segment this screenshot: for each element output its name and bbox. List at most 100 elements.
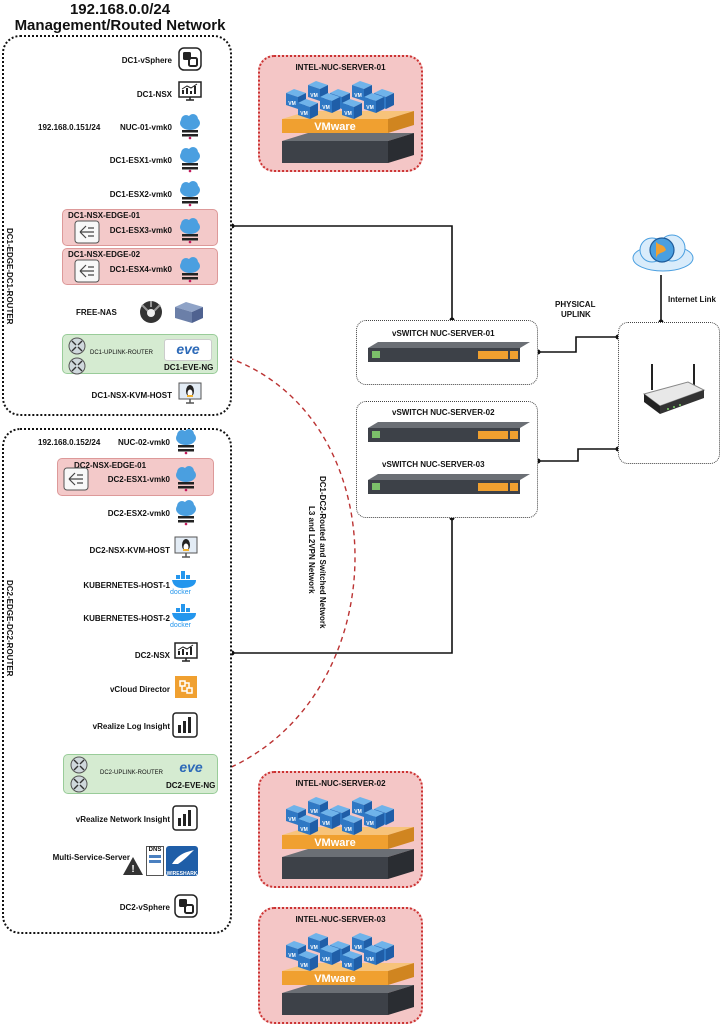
wifi-router-icon (642, 364, 706, 414)
svg-text:VM: VM (366, 957, 374, 963)
vm-cube-icon: VM (298, 951, 318, 971)
switch03-uplink-line (538, 448, 618, 462)
eve-logo-text: eve (179, 759, 203, 775)
vmware-label: VMware (314, 973, 356, 985)
subnet-title: 192.168.0.0/24 (69, 1, 171, 18)
dc2-edge01-label: DC2-NSX-EDGE-01 (74, 461, 147, 470)
bar-chart-icon (172, 712, 198, 738)
svg-text:VM: VM (344, 827, 352, 833)
vm-cube-icon: VM (342, 99, 362, 119)
dc1-ip-label: 192.168.0.151/24 (38, 123, 101, 132)
cloud-node-icon (180, 181, 200, 207)
vmware-stack-icon: VMwareVMVMVMVMVMVMVMVMVM (282, 797, 414, 879)
docker-logo-text: docker (170, 622, 192, 629)
switch-icon (368, 474, 530, 494)
dc1-freenas-label: FREE-NAS (76, 308, 117, 317)
svg-text:VM: VM (354, 93, 362, 99)
eve-logo-text: eve (176, 341, 200, 357)
dc1-edge01-label: DC1-NSX-EDGE-01 (68, 211, 141, 220)
svg-text:VM: VM (300, 827, 308, 833)
vm-cube-icon: VM (364, 93, 384, 113)
dc1-esx4-label: DC1-ESX4-vmk0 (109, 265, 172, 274)
dc2-nuc02-vmk0-label: NUC-02-vmk0 (117, 438, 170, 447)
svg-text:VM: VM (288, 817, 296, 823)
nsx-monitor-icon (174, 642, 198, 662)
dns-server-icon: DNS (146, 846, 164, 876)
svg-text:!: ! (131, 864, 134, 875)
dc2-vsphere-label: DC2-vSphere (119, 903, 170, 912)
dc2-vrni-label: vRealize Network Insight (75, 815, 170, 824)
router-icon (70, 756, 88, 774)
physical-uplink-label-1: PHYSICAL (555, 300, 596, 309)
wireshark-icon: WIRESHARK (166, 846, 198, 877)
nuc-server-03-title: INTEL-NUC-SERVER-03 (295, 915, 386, 924)
dc2-side-label: DC2-EDGE-DC2-ROUTER (5, 580, 14, 677)
svg-text:VM: VM (300, 963, 308, 969)
vm-cube-icon: VM (298, 815, 318, 835)
dc2-k8s2-label: KUBERNETES-HOST-2 (83, 614, 170, 623)
svg-text:VM: VM (322, 957, 330, 963)
edge-gateway-icon (74, 220, 100, 244)
dc1-edge02-label: DC1-NSX-EDGE-02 (68, 250, 141, 259)
physical-uplink-line (538, 336, 618, 353)
cloud-node-icon (176, 466, 196, 492)
dc1-side-label: DC1-EDGE-DC1-ROUTER (5, 228, 14, 325)
dc2-esx2-label: DC2-ESX2-vmk0 (107, 509, 170, 518)
freenas-icon (140, 301, 162, 323)
vm-cube-icon: VM (298, 99, 318, 119)
dc1-esx2-label: DC1-ESX2-vmk0 (109, 190, 172, 199)
dc2-vcloud-label: vCloud Director (109, 685, 170, 694)
vm-cube-icon: VM (342, 815, 362, 835)
vswitch-02-03-panel (356, 401, 538, 518)
vmware-stack-icon: VMwareVMVMVMVMVMVMVMVMVM (282, 81, 414, 163)
dc2-kvm-label: DC2-NSX-KVM-HOST (89, 546, 170, 555)
cloud-node-icon (180, 114, 200, 140)
vmware-stack-icon: VMwareVMVMVMVMVMVMVMVMVM (282, 933, 414, 1015)
vsphere-icon (174, 894, 198, 918)
nsx-monitor-icon (178, 81, 202, 101)
dc2-vrli-label: vRealize Log Insight (92, 722, 170, 731)
cloud-node-icon (180, 147, 200, 173)
router-icon (68, 357, 86, 375)
dc1-kvm-label: DC1-NSX-KVM-HOST (91, 391, 172, 400)
dc1-eve-label: DC1-EVE-NG (164, 363, 214, 372)
dc-link-label-1: DC1-DC2-Routed and Switched Network (318, 476, 327, 629)
svg-text:VM: VM (366, 105, 374, 111)
svg-text:VM: VM (366, 821, 374, 827)
svg-text:VM: VM (310, 809, 318, 815)
svg-text:VM: VM (344, 963, 352, 969)
svg-text:VM: VM (288, 101, 296, 107)
cloud-node-icon (180, 218, 200, 244)
vcloud-director-icon (175, 676, 197, 698)
svg-text:VM: VM (310, 945, 318, 951)
vm-cube-icon: VM (342, 951, 362, 971)
globe-cloud-icon (632, 234, 694, 272)
dc-link-label-2: L3 and L2VPN Network (307, 506, 316, 594)
bar-chart-icon (172, 805, 198, 831)
edge-gateway-icon (74, 259, 100, 283)
docker-logo-text: docker (170, 589, 192, 596)
vswitch-01-title: vSWITCH NUC-SERVER-01 (392, 329, 495, 338)
vswitch-02-title: vSWITCH NUC-SERVER-02 (392, 408, 495, 417)
vm-cube-icon: VM (320, 809, 340, 829)
svg-text:VM: VM (354, 809, 362, 815)
vmware-label: VMware (314, 837, 356, 849)
vmware-label: VMware (314, 121, 356, 133)
nuc-server-01-title: INTEL-NUC-SERVER-01 (295, 63, 386, 72)
vm-cube-icon: VM (320, 945, 340, 965)
dc1-eve-logo: eve (164, 339, 212, 361)
svg-text:VM: VM (300, 111, 308, 117)
dc2-nsx-label: DC2-NSX (134, 651, 170, 660)
docker-icon (172, 571, 196, 588)
cloud-node-icon (176, 429, 196, 455)
cloud-node-icon (176, 500, 196, 526)
dc2-esx1-label: DC2-ESX1-vmk0 (107, 475, 170, 484)
dc2-k8s1-label: KUBERNETES-HOST-1 (83, 581, 170, 590)
svg-text:VM: VM (322, 821, 330, 827)
svg-text:VM: VM (322, 105, 330, 111)
linux-monitor-icon (174, 536, 198, 558)
vswitch-03-title: vSWITCH NUC-SERVER-03 (382, 460, 485, 469)
switch-icon (368, 422, 530, 442)
dc1-esx1-label: DC1-ESX1-vmk0 (109, 156, 172, 165)
